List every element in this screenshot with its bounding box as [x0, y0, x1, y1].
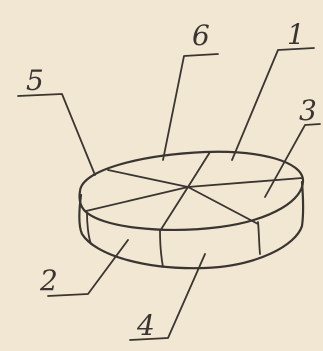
- leader-line-5: [18, 94, 95, 175]
- division-line-to-left: [86, 187, 188, 211]
- side-edge-middle: [160, 231, 163, 267]
- disk-side-outline: [79, 182, 303, 268]
- side-edge-right: [258, 222, 260, 254]
- leader-line-3: [265, 124, 320, 197]
- leader-line-6: [163, 54, 218, 160]
- label-1: 1: [287, 18, 305, 51]
- label-2: 2: [39, 264, 58, 297]
- label-5: 5: [26, 64, 44, 97]
- label-6: 6: [192, 19, 210, 52]
- division-line-to-front: [160, 187, 188, 231]
- disk-top-outline: [79, 152, 303, 230]
- label-4: 4: [136, 309, 155, 342]
- division-line-to-back: [188, 152, 210, 187]
- division-line-to-right: [188, 178, 302, 187]
- division-line-to-upper-left: [108, 170, 188, 187]
- label-3: 3: [299, 94, 317, 127]
- leader-line-2: [48, 240, 128, 296]
- division-line-to-front-right: [188, 187, 258, 224]
